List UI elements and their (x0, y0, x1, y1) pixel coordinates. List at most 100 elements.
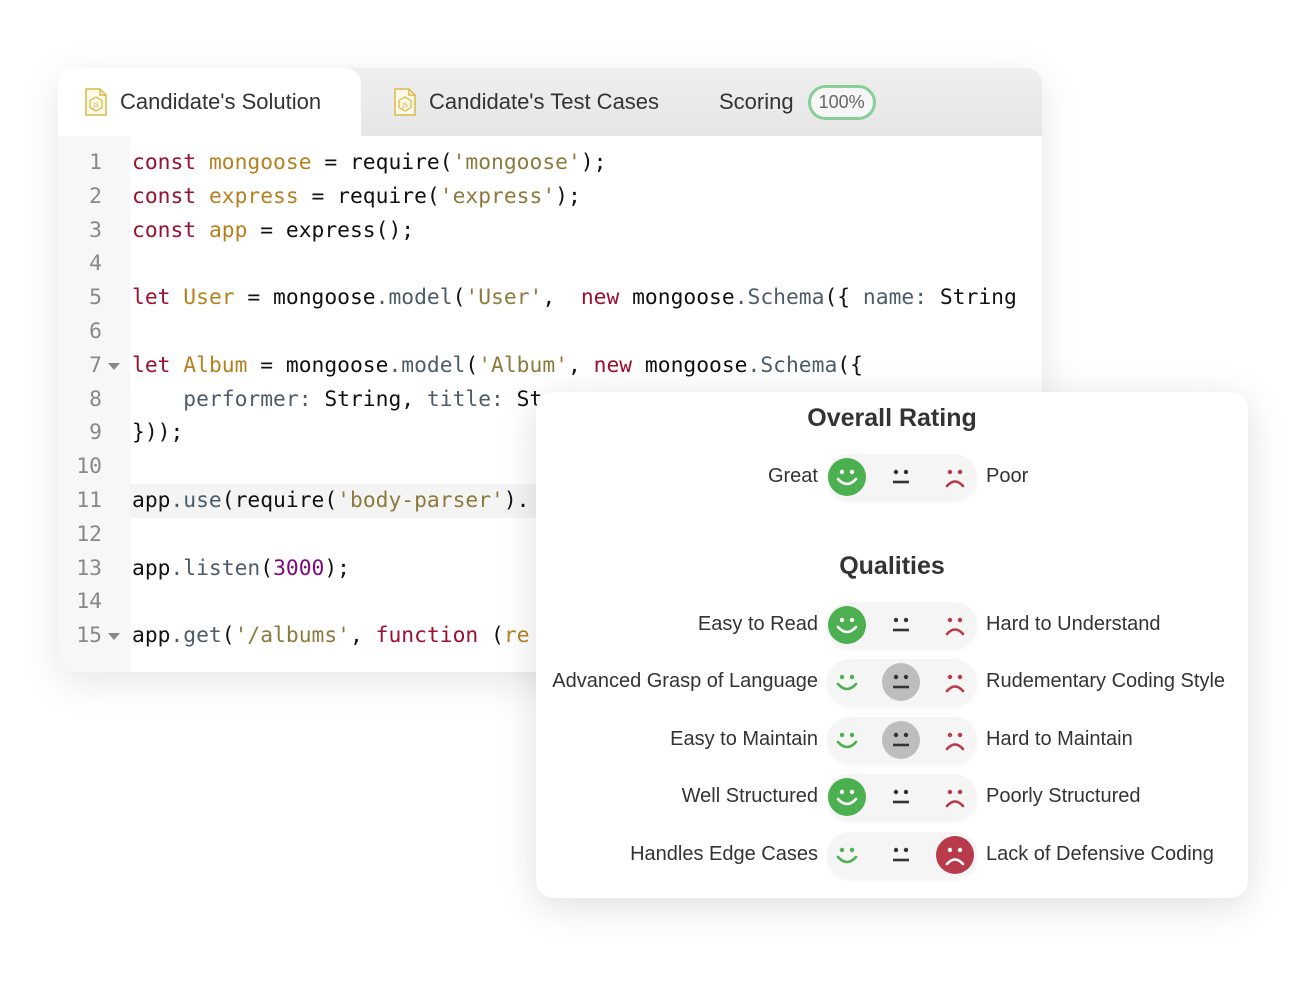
positive-label: Handles Edge Cases (630, 842, 818, 865)
code-token-plain: , (567, 352, 594, 378)
rating-selector (827, 659, 977, 706)
rating-selector (827, 602, 977, 648)
code-token-var: express (208, 183, 299, 209)
tab-scoring[interactable]: Scoring 100% (719, 68, 876, 136)
line-number: 10 (76, 454, 102, 480)
code-text: const express = require('express');​ (130, 180, 1042, 214)
code-text: let User = mongoose.model('User', new mo… (130, 281, 1042, 315)
code-line[interactable]: 3 const app = express();​ (58, 214, 1042, 248)
neutral-face-icon[interactable] (882, 458, 920, 496)
quality-row: Easy to Read Hard to Understand (536, 602, 1248, 648)
code-line[interactable]: 8 performer: String, title: St​ (58, 383, 1042, 417)
happy-face-icon[interactable] (828, 836, 866, 874)
sad-face-icon[interactable] (936, 663, 974, 701)
code-line[interactable]: 9 }));​ (58, 416, 1042, 450)
code-token-method: .model (388, 352, 466, 378)
code-token-plain: mongoose (632, 352, 748, 378)
fold-arrow-icon[interactable] (108, 633, 120, 641)
code-token-method: .use (170, 487, 222, 513)
happy-face-icon[interactable] (828, 606, 866, 644)
line-number: 4 (89, 251, 102, 277)
code-line[interactable]: 14​ (58, 585, 1042, 619)
positive-label: Great (767, 465, 818, 487)
code-token-method: .get (170, 623, 222, 649)
rating-selector (827, 454, 977, 500)
js-file-icon: JS (85, 88, 107, 116)
positive-label: Easy to Maintain (670, 727, 818, 750)
code-token-plain: ( (221, 623, 235, 649)
code-token-plain: (require( (221, 487, 338, 513)
code-token-str: '/albums' (234, 623, 350, 649)
neutral-face-icon[interactable] (882, 720, 920, 759)
code-token-plain (170, 353, 183, 378)
happy-face-icon[interactable] (828, 663, 866, 701)
code-line[interactable]: 6​ (58, 315, 1042, 349)
happy-face-icon[interactable] (828, 778, 866, 817)
code-token-prop: name: (862, 285, 928, 311)
code-text: performer: String, title: St​ (130, 383, 1042, 417)
code-token-plain: = require( (298, 183, 440, 209)
line-number: 1 (89, 150, 102, 175)
quality-row: Easy to Maintain Hard to Maintain (536, 716, 1248, 763)
code-token-str: 'User' (465, 285, 543, 311)
neutral-face-icon[interactable] (882, 663, 920, 702)
code-token-method: .listen (170, 555, 261, 581)
code-line[interactable]: 4​ (58, 247, 1042, 281)
negative-label: Poor (986, 465, 1029, 487)
code-token-method: .Schema (747, 352, 838, 378)
sad-face-icon[interactable] (936, 606, 974, 644)
code-token-plain: ); (555, 183, 581, 209)
qualities-title: Qualities (839, 552, 945, 580)
line-number: 13 (76, 555, 102, 581)
line-number: 9 (89, 420, 102, 446)
js-file-icon: JS (394, 88, 416, 116)
code-text: const app = express();​ (130, 214, 1042, 248)
code-token-plain (196, 218, 209, 243)
happy-face-icon[interactable] (828, 721, 866, 759)
fold-arrow-icon[interactable] (108, 362, 120, 370)
code-token-var: mongoose (208, 150, 312, 175)
code-token-str: 'body-parser' (337, 487, 504, 513)
code-token-plain: ({ (837, 352, 863, 378)
code-token-plain: ); (324, 555, 351, 581)
line-number: 7 (89, 352, 102, 378)
neutral-face-icon[interactable] (882, 606, 920, 644)
code-token-var: re (503, 623, 530, 649)
code-token-var: Album (183, 352, 248, 378)
happy-face-icon[interactable] (828, 458, 866, 496)
code-token-kw: new (593, 352, 633, 378)
rating-selector (827, 774, 977, 821)
code-text: }));​ (130, 416, 1042, 450)
neutral-face-icon[interactable] (882, 836, 920, 874)
tab-candidates-solution[interactable]: JS Candidate's Solution (58, 68, 361, 136)
code-token-plain: ). (503, 487, 530, 513)
tab-label: Candidate's Solution (120, 89, 322, 114)
tab-bar: JS Candidate's Solution JS Candidate's T… (58, 68, 1042, 136)
sad-face-icon[interactable] (936, 458, 974, 496)
rating-selector (827, 716, 977, 763)
code-token-num: 3000 (273, 555, 325, 581)
negative-label: Hard to Understand (986, 613, 1161, 635)
sad-face-icon[interactable] (936, 721, 974, 759)
code-token-plain: app (132, 555, 171, 581)
line-number: 3 (89, 217, 102, 243)
code-line[interactable]: 10​ (58, 450, 1042, 484)
tab-candidates-test-cases[interactable]: JS Candidate's Test Cases (393, 68, 659, 136)
code-token-method: .Schema (734, 285, 825, 311)
line-number: 15 (76, 623, 102, 649)
tab-label: Candidate's Test Cases (429, 89, 660, 114)
code-token-str: 'mongoose' (452, 150, 581, 175)
code-text: ​ (130, 247, 1042, 281)
sad-face-icon[interactable] (936, 778, 974, 816)
sad-face-icon[interactable] (936, 835, 974, 874)
code-line[interactable]: 12​ (58, 518, 1042, 552)
code-token-plain (196, 184, 209, 209)
neutral-face-icon[interactable] (882, 778, 920, 816)
